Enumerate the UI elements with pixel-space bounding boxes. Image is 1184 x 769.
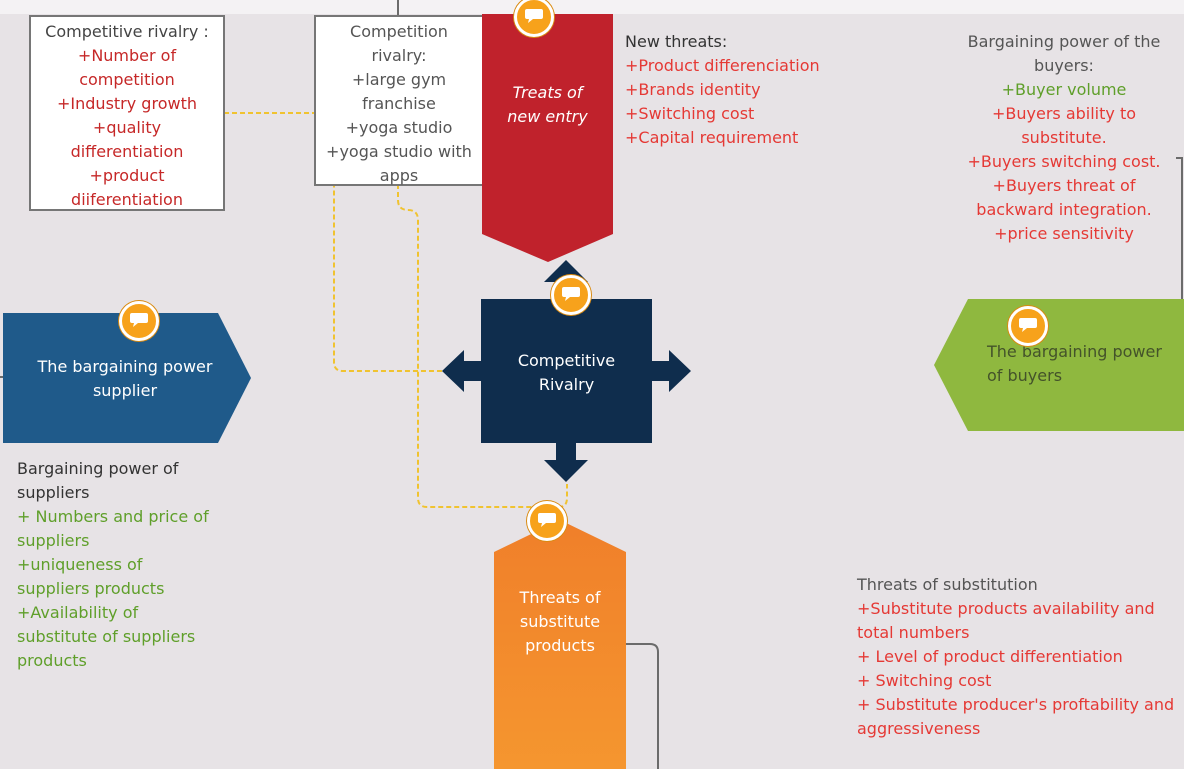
buyers-power-item: +Buyers threat of: [992, 176, 1136, 195]
rivalry-label: Competitive Rivalry: [481, 349, 652, 397]
buyers-label-line: The bargaining power: [987, 342, 1162, 361]
new-threats-text: New threats: +Product differenciation +B…: [625, 30, 855, 150]
buyers-power-item: backward integration.: [976, 200, 1152, 219]
substitute-shape[interactable]: [494, 520, 626, 769]
rivalry-item: +quality: [92, 118, 162, 137]
new-threats-item: +Capital requirement: [625, 128, 799, 147]
comment-icon[interactable]: [527, 501, 567, 541]
supplier-shape[interactable]: [3, 313, 251, 443]
substitute-label-line: Threats of: [519, 588, 601, 607]
comment-bubble: [130, 313, 148, 327]
top-band: [0, 0, 1184, 14]
new-threats-item: +Switching cost: [625, 104, 755, 123]
substitute-label-line: substitute: [519, 612, 601, 631]
suppliers-power-item: products: [17, 651, 87, 670]
comment-icon[interactable]: [551, 275, 591, 315]
comment-icon[interactable]: [1008, 306, 1048, 346]
competitive-rivalry-box[interactable]: Competitive rivalry : +Number of competi…: [29, 15, 225, 211]
supplier-label: The bargaining power supplier: [20, 355, 230, 403]
competition-line: apps: [379, 166, 419, 185]
rivalry-label-line: Competitive: [517, 351, 616, 370]
new-threats-item: +Product differenciation: [625, 56, 820, 75]
comment-bubble: [525, 9, 543, 23]
suppliers-power-title: Bargaining power of: [17, 459, 179, 478]
buyers-power-item: substitute.: [1021, 128, 1107, 147]
suppliers-power-item: suppliers products: [17, 579, 165, 598]
comment-bubble: [538, 513, 556, 527]
competition-line: franchise: [362, 94, 436, 113]
comment-bubble: [1019, 318, 1037, 332]
rivalry-shape[interactable]: [481, 299, 652, 443]
buyers-label-line: of buyers: [987, 366, 1063, 385]
comment-icon[interactable]: [514, 0, 554, 37]
rivalry-item: competition: [79, 70, 175, 89]
buyers-power-item: +price sensitivity: [994, 224, 1134, 243]
supplier-label-line: The bargaining power: [37, 357, 213, 376]
buyers-power-item: +Buyers ability to: [991, 104, 1137, 123]
suppliers-power-item: +Availability of: [17, 603, 139, 622]
substitution-title: Threats of substitution: [857, 575, 1038, 594]
connector-bottom: [626, 643, 659, 769]
rivalry-item: +Number of: [77, 46, 177, 65]
buyers-label: The bargaining power of buyers: [987, 340, 1177, 388]
new-entry-label-line: Treats of: [512, 83, 583, 102]
competition-line: +yoga studio: [345, 118, 453, 137]
substitution-item: +Substitute products availability and: [857, 599, 1155, 618]
competitive-rivalry-title: Competitive rivalry :: [45, 22, 209, 41]
substitute-label-line: products: [525, 636, 595, 655]
substitution-text: Threats of substitution +Substitute prod…: [857, 573, 1177, 741]
suppliers-power-item: substitute of suppliers: [17, 627, 196, 646]
buyers-power-text: Bargaining power of the buyers: +Buyer v…: [944, 30, 1184, 246]
suppliers-power-item: +uniqueness of: [17, 555, 143, 574]
buyers-power-title: buyers:: [1034, 56, 1094, 75]
dashed-connector-2: [397, 184, 568, 508]
rivalry-item: diiferentiation: [71, 190, 183, 209]
substitution-item: aggressiveness: [857, 719, 981, 738]
buyers-power-title: Bargaining power of the: [967, 32, 1161, 51]
suppliers-power-item: suppliers: [17, 531, 90, 550]
substitution-item: total numbers: [857, 623, 970, 642]
new-entry-shape[interactable]: [482, 14, 613, 262]
competition-line: +large gym: [351, 70, 447, 89]
rivalry-item: +product: [89, 166, 165, 185]
arrow-right-icon: [652, 350, 691, 392]
suppliers-power-text: Bargaining power of suppliers + Numbers …: [17, 457, 257, 673]
substitution-item: + Level of product differentiation: [857, 647, 1123, 666]
competition-line: rivalry:: [371, 46, 427, 65]
rivalry-item: +Industry growth: [57, 94, 197, 113]
substitution-item: + Substitute producer's proftability and: [857, 695, 1175, 714]
new-entry-label: Treats of new entry: [482, 81, 613, 129]
new-entry-label-line: new entry: [507, 107, 588, 126]
buyers-power-item: +Buyers switching cost.: [967, 152, 1161, 171]
substitute-label: Threats of substitute products: [494, 586, 626, 658]
arrow-down-icon: [544, 443, 588, 482]
arrow-left-icon: [442, 350, 481, 392]
new-threats-item: +Brands identity: [625, 80, 761, 99]
new-threats-title: New threats:: [625, 32, 728, 51]
suppliers-power-item: + Numbers and price of: [17, 507, 209, 526]
substitution-item: + Switching cost: [857, 671, 992, 690]
competition-line: +yoga studio with: [326, 142, 472, 161]
supplier-label-line: supplier: [92, 381, 158, 400]
buyers-power-item: +Buyer volume: [1001, 80, 1127, 99]
buyers-shape[interactable]: [934, 299, 1184, 431]
comment-bubble: [562, 287, 580, 301]
suppliers-power-title: suppliers: [17, 483, 90, 502]
rivalry-label-line: Rivalry: [538, 375, 595, 394]
competition-line: Competition: [350, 22, 448, 41]
comment-icon[interactable]: [119, 301, 159, 341]
rivalry-item: differentiation: [70, 142, 184, 161]
